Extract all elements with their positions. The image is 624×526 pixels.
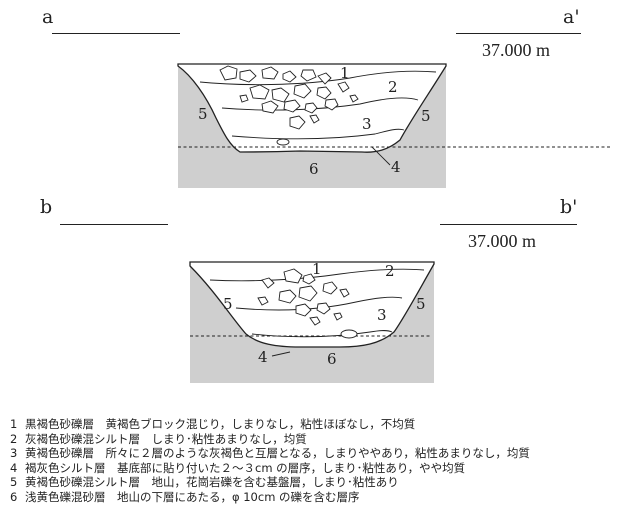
section-b-profile [189,261,435,383]
legend-text: 浅黄色礫混砂層 地山の下層にあたる，φ 10cm の礫を含む層序 [25,489,360,504]
legend-number: 4 [10,460,18,475]
legend-item: 4 褐灰色シルト層 基底部に貼り付いた２～３cm の層序，しまり･粘性あり，やや… [10,461,620,476]
section-b-left-label: b [40,196,53,218]
legend-text: 黄褐色砂礫混シルト層 地山，花崗岩礫を含む基盤層，しまり･粘性あり [25,475,399,490]
legend-number: 2 [10,431,18,446]
section-b-layer-label-1: 1 [312,260,322,278]
legend-item: 3 黄褐色砂礫層 所々に２層のような灰褐色と互層となる，しまりややあり，粘性あま… [10,446,620,461]
legend-number: 5 [10,475,18,490]
section-b-left-line [60,224,168,225]
section-a-right-label: a' [563,6,580,28]
section-a-layer2-boundary [221,97,419,111]
legend-number: 3 [10,446,18,461]
legend-text: 黄褐色砂礫層 所々に２層のような灰褐色と互層となる，しまりややあり，粘性あまりな… [25,446,530,461]
section-b-layer2-boundary [235,296,403,311]
section-b-layer-label-4: 4 [258,348,268,366]
legend-text: 灰褐色砂礫混シルト層 しまり･粘性あまりなし，均質 [25,431,307,446]
legend-item: 6 浅黄色礫混砂層 地山の下層にあたる，φ 10cm の礫を含む層序 [10,490,620,505]
section-a-layer-label-4: 4 [391,158,401,176]
legend-number: 6 [10,489,18,504]
section-a-layer-label-5-left: 5 [198,105,208,123]
section-a-layer-label-5-right: 5 [421,107,431,125]
legend-item: 5 黄褐色砂礫混シルト層 地山，花崗岩礫を含む基盤層，しまり･粘性あり [10,475,620,490]
section-a-layer-label-2: 2 [388,78,398,96]
section-b-layer3-boundary [251,330,393,338]
section-b-layer-label-2: 2 [385,262,395,280]
layer-legend: 1 黒褐色砂礫層 黄褐色ブロック混じり，しまりなし，粘性ほぼなし，不均質 2 灰… [10,417,620,505]
legend-item: 2 灰褐色砂礫混シルト層 しまり･粘性あまりなし，均質 [10,432,620,447]
section-a-left-line [52,33,180,34]
section-a-datum-line [456,33,581,34]
section-a-layer1-boundary [199,70,437,86]
section-b-right-label: b' [560,196,578,218]
section-a-layer4-leader [271,146,391,357]
section-a-layer-label-6: 6 [309,160,319,178]
section-b-elevation: 37.000 m [468,231,537,251]
section-a-left-label: a [42,6,54,28]
section-b-pit-fill [189,261,435,348]
section-b-layer-label-5-right: 5 [416,295,426,313]
legend-text: 黒褐色砂礫層 黄褐色ブロック混じり，しまりなし，粘性ほぼなし，不均質 [25,417,416,431]
section-b-gravel [257,268,358,339]
sections-drawing [177,63,612,383]
section-b-layer-label-5-left: 5 [223,295,233,313]
legend-number: 1 [10,417,18,431]
section-a-layer-label-1: 1 [340,64,350,82]
section-a-elevation: 37.000 m [482,40,551,60]
section-a-profile [177,63,612,188]
section-b-datum-line [440,224,577,225]
legend-item: 1 黒褐色砂礫層 黄褐色ブロック混じり，しまりなし，粘性ほぼなし，不均質 [10,417,620,432]
legend-text: 褐灰色シルト層 基底部に貼り付いた２～３cm の層序，しまり･粘性あり，やや均質 [25,460,466,475]
section-b-layer1-boundary [209,268,425,282]
section-b-layer-label-6: 6 [327,350,337,368]
section-b-layer-label-3: 3 [377,306,387,324]
section-a-layer-label-3: 3 [362,115,372,133]
section-a-gravel [219,65,359,146]
section-a-layer3-boundary [231,128,405,140]
